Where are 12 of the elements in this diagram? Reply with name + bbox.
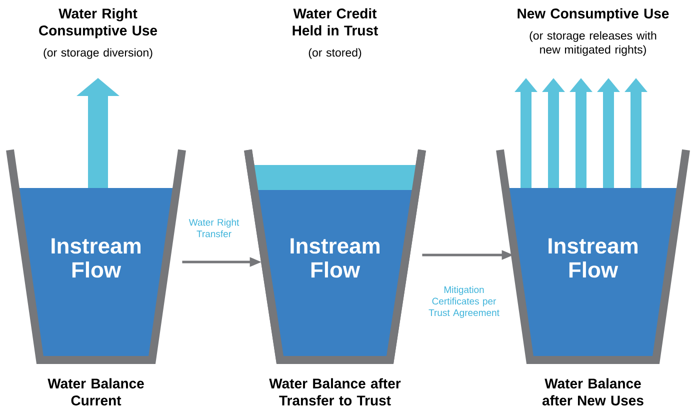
water-band (252, 165, 418, 190)
node-label: Water Balance Current (48, 378, 144, 406)
bucket: Instream Flow (6, 149, 186, 364)
heading: Water Right Consumptive Use (39, 8, 158, 38)
node-label: Water Balance after Transfer to Trust (269, 378, 401, 406)
heading: New Consumptive Use (518, 8, 669, 22)
subtitle: (or storage releases with new mitigated rights) (530, 31, 656, 56)
edge-label: Water Right Transfer (188, 218, 240, 238)
subtitle: (or storage diversion) (44, 48, 152, 59)
subtitle: (or stored) (308, 48, 362, 59)
node-label: Water Balance after New Uses (542, 378, 644, 406)
heading: Water Credit Held in Trust (292, 8, 378, 36)
